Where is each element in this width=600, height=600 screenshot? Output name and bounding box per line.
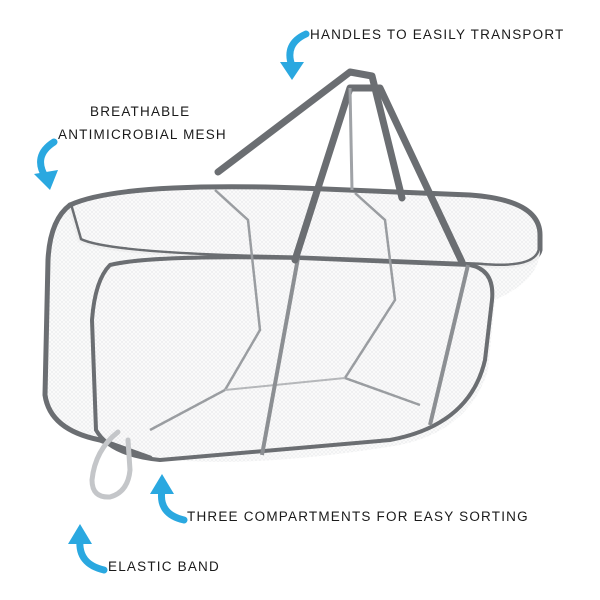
curved-arrow-icon [34, 138, 58, 190]
callout-compartments: THREE COMPARTMENTS FOR EASY SORTING [187, 509, 529, 524]
callout-mesh-line1: BREATHABLE [90, 104, 191, 119]
compartment-divider-right [343, 192, 421, 407]
curved-arrow-icon [280, 30, 310, 80]
callout-mesh-line2: ANTIMICROBIAL MESH [58, 127, 227, 142]
handle-left [214, 68, 406, 202]
callout-elastic: ELASTIC BAND [108, 559, 220, 574]
callout-handles: HANDLES TO EASILY TRANSPORT [310, 27, 565, 42]
curved-arrow-icon [150, 474, 188, 524]
curved-arrow-icon [68, 524, 108, 574]
elastic-band-loop [89, 429, 133, 500]
compartment-divider-left [149, 189, 262, 432]
handle-right [291, 84, 466, 266]
basket-front-panel [90, 255, 495, 462]
